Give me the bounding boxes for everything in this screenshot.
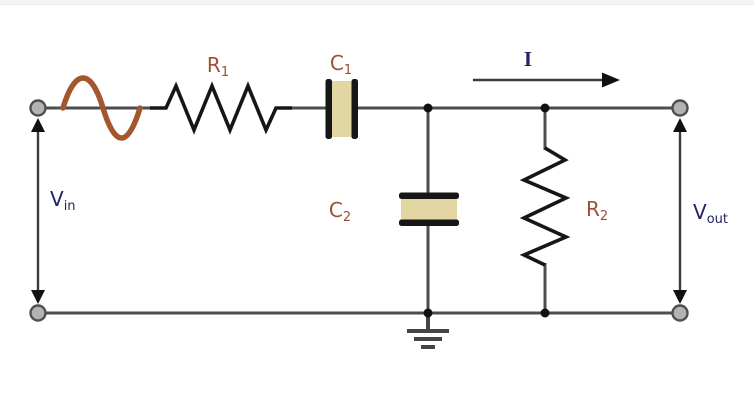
resistor-r1: R1 — [150, 53, 292, 135]
capacitor-c1-label: C1 — [330, 51, 352, 78]
resistor-r2-label: R2 — [586, 197, 608, 224]
terminal-input-top — [29, 99, 47, 117]
c1-label-symbol: C — [330, 51, 344, 75]
r1-label-subscript: 1 — [221, 65, 229, 80]
ac-source-sine-wave — [60, 75, 143, 141]
vout-label-symbol: V — [693, 200, 707, 224]
terminal-input-bottom — [29, 304, 47, 322]
junction-dot-r2-top — [540, 103, 550, 113]
terminal-output-bottom — [671, 304, 689, 322]
vout-arrow-head-top — [673, 118, 687, 132]
capacitor-c2-dielectric — [401, 198, 457, 221]
current-label-symbol: I — [524, 47, 532, 71]
resistor-r1-zigzag — [150, 81, 292, 135]
c2-label-symbol: C — [329, 198, 343, 222]
vout-label-subscript: out — [707, 212, 728, 227]
junction-dot-c2-top — [423, 103, 433, 113]
capacitor-c1-left-plate — [325, 79, 332, 139]
vin-indicator: Vin — [31, 118, 76, 304]
page-top-strip — [0, 0, 754, 5]
c1-label-subscript: 1 — [344, 63, 352, 78]
current-arrow-head — [602, 72, 620, 88]
resistor-r2-zigzag — [519, 146, 571, 267]
r2-label-subscript: 2 — [600, 209, 608, 224]
vout-label: Vout — [693, 200, 728, 227]
capacitor-c2-label: C2 — [329, 198, 351, 225]
capacitor-c2-bottom-plate — [399, 219, 459, 226]
vin-arrow-head-top — [31, 118, 45, 132]
capacitor-c1: C1 — [325, 51, 358, 139]
junction-dot-c2-bottom — [423, 308, 433, 318]
ground-symbol — [407, 313, 449, 349]
capacitor-c1-dielectric — [331, 81, 353, 137]
current-label: I — [524, 47, 532, 71]
resistor-r2-branch: R2 — [519, 108, 608, 313]
r1-label-symbol: R — [207, 53, 221, 77]
c2-label-subscript: 2 — [343, 210, 351, 225]
vin-arrow-head-bottom — [31, 290, 45, 304]
junction-dot-r2-bottom — [540, 308, 550, 318]
vin-label-subscript: in — [64, 199, 76, 214]
capacitor-c2-branch: C2 — [329, 108, 459, 313]
resistor-r1-label: R1 — [207, 53, 229, 80]
vin-label: Vin — [50, 187, 76, 214]
vout-arrow-head-bottom — [673, 290, 687, 304]
vout-indicator: Vout — [673, 118, 728, 304]
capacitor-c1-right-plate — [351, 79, 358, 139]
capacitor-c2-top-plate — [399, 192, 459, 199]
vin-label-symbol: V — [50, 187, 64, 211]
terminal-output-top — [671, 99, 689, 117]
current-arrow: I — [473, 47, 620, 88]
r2-label-symbol: R — [586, 197, 600, 221]
